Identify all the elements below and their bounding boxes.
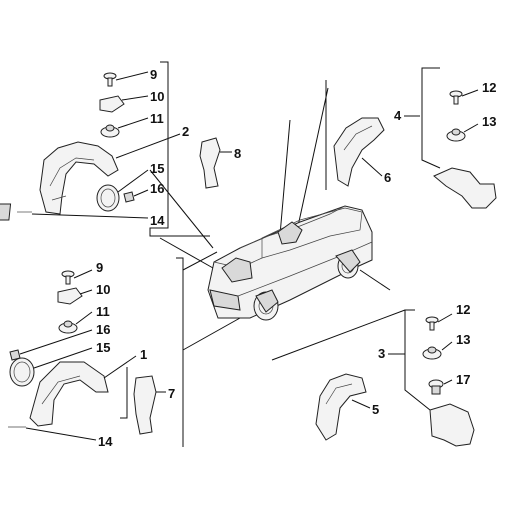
callout-6: 6 — [384, 170, 391, 185]
callout-16: 16 — [96, 322, 110, 337]
wheel-arch-liner-part — [29, 361, 109, 427]
callout-13: 13 — [482, 114, 496, 129]
clip-part — [99, 95, 125, 113]
front-left-parts — [0, 71, 232, 221]
rear-liner-part — [315, 373, 367, 441]
nut-part — [422, 346, 442, 360]
callout-11: 11 — [96, 304, 110, 319]
callout-5: 5 — [372, 402, 379, 417]
nut-part — [58, 320, 78, 334]
front-right-parts — [333, 89, 497, 209]
grommet-part — [96, 184, 120, 212]
leader-lines — [120, 61, 441, 447]
pad-part — [8, 426, 26, 428]
rear-left-parts — [8, 269, 166, 441]
screw-part — [449, 90, 463, 105]
callout-8: 8 — [234, 146, 241, 161]
rear-right-parts — [315, 313, 475, 447]
small-clip-part — [123, 191, 135, 203]
screw-part — [61, 270, 75, 285]
screw-part — [103, 72, 117, 87]
callout-2: 2 — [182, 124, 189, 139]
callout-1: 1 — [140, 347, 147, 362]
callout-17: 17 — [456, 372, 470, 387]
bracket-part — [133, 375, 157, 435]
callout-13: 13 — [456, 332, 470, 347]
fender-liner-part — [333, 117, 385, 187]
callout-7: 7 — [168, 386, 175, 401]
callout-3: 3 — [378, 346, 385, 361]
pad-part — [0, 203, 32, 221]
callout-10: 10 — [96, 282, 110, 297]
callout-14: 14 — [98, 434, 113, 449]
mud-flap-part — [433, 167, 497, 209]
bracket-part — [199, 137, 221, 189]
nut-part — [446, 128, 466, 142]
callout-11: 11 — [150, 111, 164, 126]
clip-part — [428, 379, 444, 395]
callout-4: 4 — [394, 108, 402, 123]
callout-14: 14 — [150, 213, 165, 228]
car-illustration — [207, 205, 373, 321]
clip-part — [57, 287, 83, 305]
callout-12: 12 — [456, 302, 470, 317]
callout-9: 9 — [96, 260, 103, 275]
callout-15: 15 — [96, 340, 110, 355]
callout-10: 10 — [150, 89, 164, 104]
callout-labels: 9 10 11 2 15 16 14 8 9 10 11 16 15 1 7 1… — [96, 67, 496, 449]
screw-part — [425, 316, 439, 331]
wheel-arch-liner-part — [39, 141, 119, 215]
callout-15: 15 — [150, 161, 164, 176]
nut-part — [100, 124, 120, 138]
callout-9: 9 — [150, 67, 157, 82]
callout-12: 12 — [482, 80, 496, 95]
rear-mud-flap-part — [429, 403, 475, 447]
callout-16: 16 — [150, 181, 164, 196]
